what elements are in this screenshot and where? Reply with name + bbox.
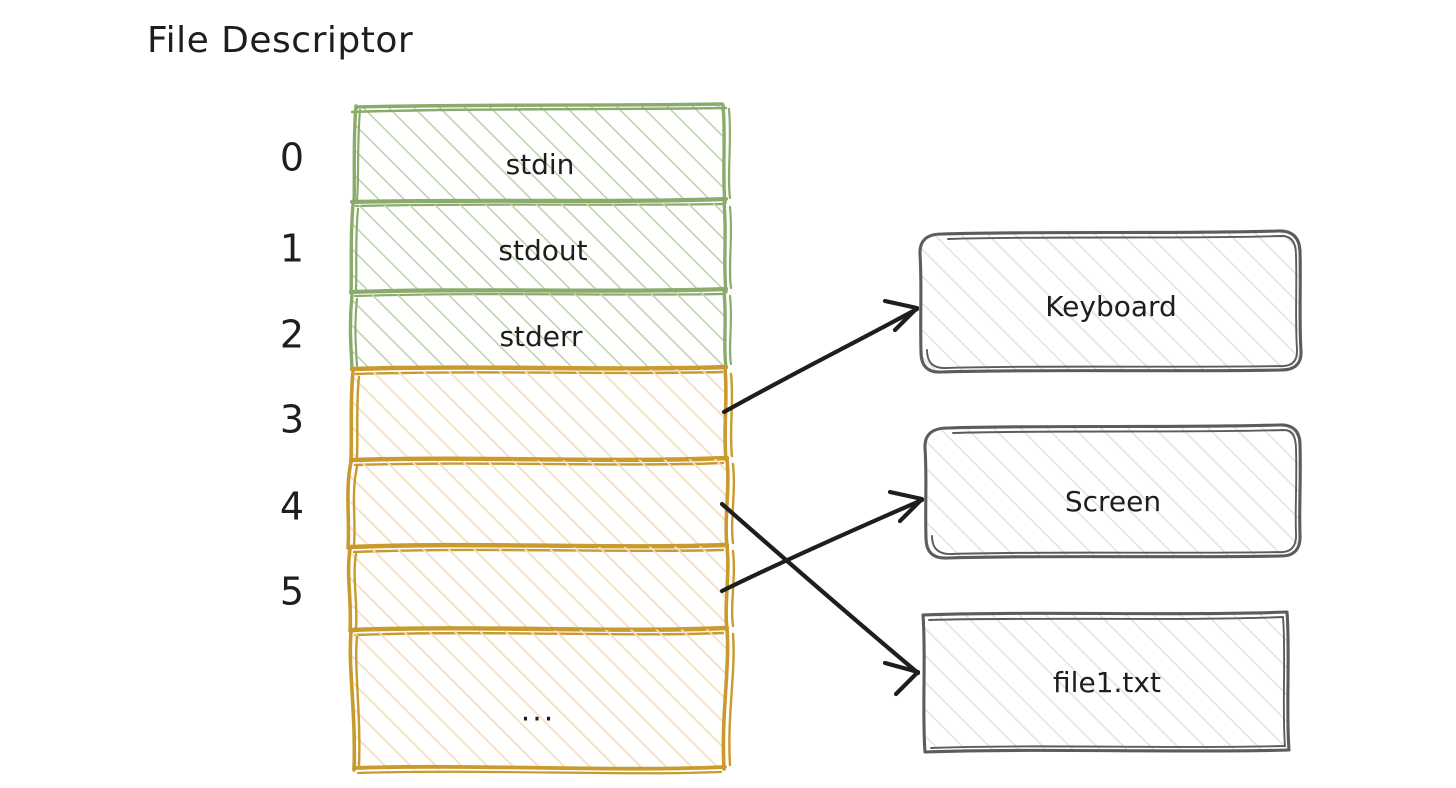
fd-divider-1-2 — [348, 286, 729, 295]
target-box-screen-label: Screen — [1065, 485, 1161, 518]
fd-index-0: 0 — [280, 136, 304, 180]
target-box-keyboard-label: Keyboard — [1045, 290, 1177, 323]
fd-row-1[interactable]: stdout — [349, 201, 733, 295]
target-box-file1-label: file1.txt — [1053, 666, 1161, 699]
arrow-fd4-to-file1 — [719, 501, 921, 697]
fd-row-5[interactable] — [346, 544, 736, 633]
fd-index-2: 2 — [280, 313, 304, 357]
target-box-screen[interactable]: Screen — [923, 423, 1302, 560]
fd-divider-5-rest — [348, 625, 730, 633]
fd-index-4: 4 — [280, 485, 304, 529]
fd-row-2-value: stderr — [499, 320, 583, 353]
fd-row-0-value: stdin — [506, 148, 575, 181]
fd-table-std-group: stdin stdout stderr — [348, 102, 733, 371]
fd-row-overflow[interactable]: ... — [348, 627, 735, 775]
fd-divider-2-3 — [349, 364, 729, 372]
fd-index-3: 3 — [280, 398, 304, 442]
fd-row-1-value: stdout — [498, 234, 587, 267]
fd-row-0[interactable]: stdin — [350, 102, 732, 205]
fd-index-column: 0 1 2 3 4 5 — [280, 136, 304, 614]
fd-divider-4-5 — [347, 542, 730, 550]
arrow-fd3-to-keyboard — [721, 298, 920, 415]
fd-index-1: 1 — [280, 227, 304, 271]
fd-row-2[interactable]: stderr — [348, 290, 733, 371]
fd-index-5: 5 — [280, 570, 304, 614]
fd-row-overflow-value: ... — [521, 694, 556, 729]
fd-row-4[interactable] — [346, 457, 736, 550]
target-box-keyboard[interactable]: Keyboard — [918, 229, 1303, 374]
target-box-file1[interactable]: file1.txt — [921, 610, 1291, 754]
fd-divider-0-1 — [349, 196, 729, 205]
fd-table-other-group: ... — [346, 364, 736, 775]
arrow-fd5-to-screen — [719, 489, 925, 594]
page-title: File Descriptor — [147, 20, 413, 61]
fd-row-3[interactable] — [349, 367, 734, 463]
